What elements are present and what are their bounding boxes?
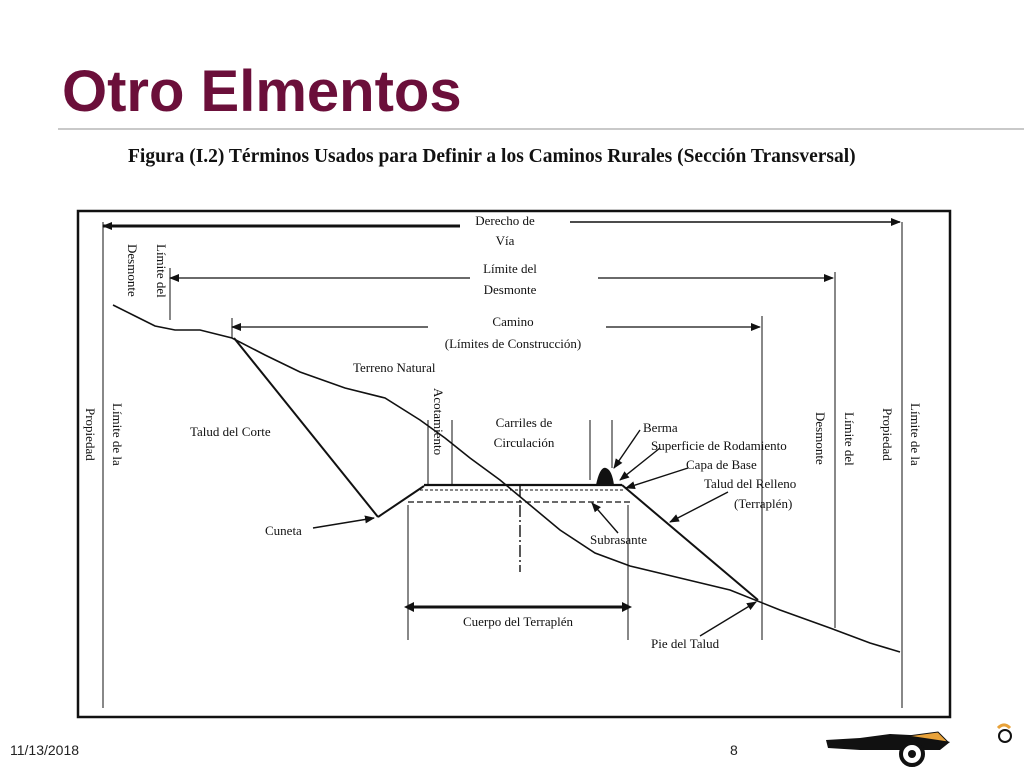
natural-terrain-line <box>112 304 901 653</box>
title-divider <box>58 128 1024 130</box>
fill-slope-line <box>621 484 759 601</box>
figure-caption: Figura (I.2) Términos Usados para Defini… <box>128 146 856 167</box>
talud-relleno-arrow <box>669 491 729 523</box>
label-left-desmonte-v2: Desmonte <box>125 244 140 297</box>
capa-base-arrow <box>625 467 689 490</box>
label-berma: Berma <box>643 420 678 435</box>
label-limite-desmonte-2: Desmonte <box>484 282 537 297</box>
label-cuerpo-terraplen: Cuerpo del Terraplén <box>463 614 574 629</box>
diagram-frame <box>76 209 952 719</box>
label-right-desmonte-v2: Desmonte <box>813 412 828 465</box>
berm-mound <box>596 467 614 485</box>
footer-date: 11/13/2018 <box>10 742 80 758</box>
label-left-propiedad-v2: Propiedad <box>83 408 98 461</box>
footer-page-number: 8 <box>730 742 738 758</box>
label-talud-corte: Talud del Corte <box>190 424 271 439</box>
slide-title: Otro Elmentos <box>62 59 462 124</box>
subrasante-arrow <box>591 502 619 534</box>
label-capa-base: Capa de Base <box>686 457 757 472</box>
car-logo-icon <box>826 723 1012 767</box>
label-superficie-rodamiento: Superficie de Rodamiento <box>651 438 787 453</box>
berma-arrow <box>613 429 641 469</box>
pie-talud-arrow <box>699 601 757 637</box>
label-right-propiedad-v2: Propiedad <box>880 408 895 461</box>
label-limite-desmonte-1: Límite del <box>483 261 537 276</box>
label-cuneta: Cuneta <box>265 523 302 538</box>
superficie-arrow <box>619 447 661 481</box>
label-left-propiedad-v1: Límite de la <box>110 403 125 466</box>
label-camino-1: Camino <box>492 314 533 329</box>
cut-slope-line <box>233 337 379 518</box>
label-camino-2: (Límites de Construcción) <box>445 336 581 351</box>
label-talud-relleno: Talud del Relleno <box>704 476 796 491</box>
label-left-desmonte-v1: Límite del <box>154 244 169 298</box>
label-right-propiedad-v1: Límite de la <box>908 403 923 466</box>
label-terreno-natural: Terreno Natural <box>353 360 436 375</box>
label-derecho-via-2: Vía <box>496 233 515 248</box>
ditch-line <box>377 485 425 518</box>
label-subrasante: Subrasante <box>590 532 647 547</box>
label-derecho-via-1: Derecho de <box>475 213 535 228</box>
label-carriles-2: Circulación <box>494 435 555 450</box>
label-pie-talud: Pie del Talud <box>651 636 720 651</box>
cuneta-arrow <box>312 515 375 529</box>
label-carriles-1: Carriles de <box>496 415 553 430</box>
label-acotamiento: Acotamiento <box>431 388 446 455</box>
label-terraplen: (Terraplén) <box>734 496 792 511</box>
label-right-desmonte-v1: Límite del <box>842 412 857 466</box>
